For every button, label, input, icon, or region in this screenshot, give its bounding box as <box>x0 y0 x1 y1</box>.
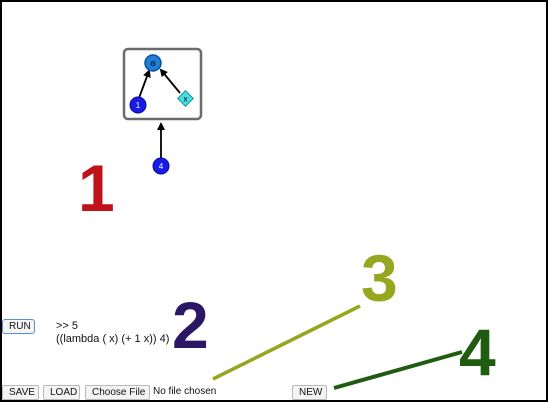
annotation-2: 2 <box>172 288 209 362</box>
choose-file-button[interactable]: Choose File <box>85 385 150 400</box>
annotation-line-3 <box>212 304 361 381</box>
new-button[interactable]: NEW <box>292 385 327 400</box>
load-button[interactable]: LOAD <box>43 385 80 400</box>
number-node-1[interactable] <box>129 96 147 114</box>
edge-right-to-root <box>159 68 181 94</box>
number-node-1-label: 1 <box>136 101 141 110</box>
repl-result: >> 5 <box>56 320 79 332</box>
repl-expression: ((lambda ( x) (+ 1 x)) 4) <box>56 333 170 345</box>
run-button[interactable]: RUN <box>2 319 35 334</box>
annotation-line-4 <box>333 350 463 390</box>
file-status: No file chosen <box>153 386 217 397</box>
annotation-3: 3 <box>361 241 398 315</box>
number-node-4[interactable] <box>152 157 170 175</box>
edge-left-to-root <box>138 69 151 99</box>
root-node[interactable] <box>144 54 162 72</box>
root-node-label: ⚙ <box>150 60 156 68</box>
number-node-4-label: 4 <box>159 162 164 171</box>
save-button[interactable]: SAVE <box>2 385 39 400</box>
variable-node-x-label: x <box>184 95 188 104</box>
annotation-4: 4 <box>459 315 496 389</box>
variable-node-x[interactable] <box>177 90 194 107</box>
annotation-1: 1 <box>78 151 115 225</box>
